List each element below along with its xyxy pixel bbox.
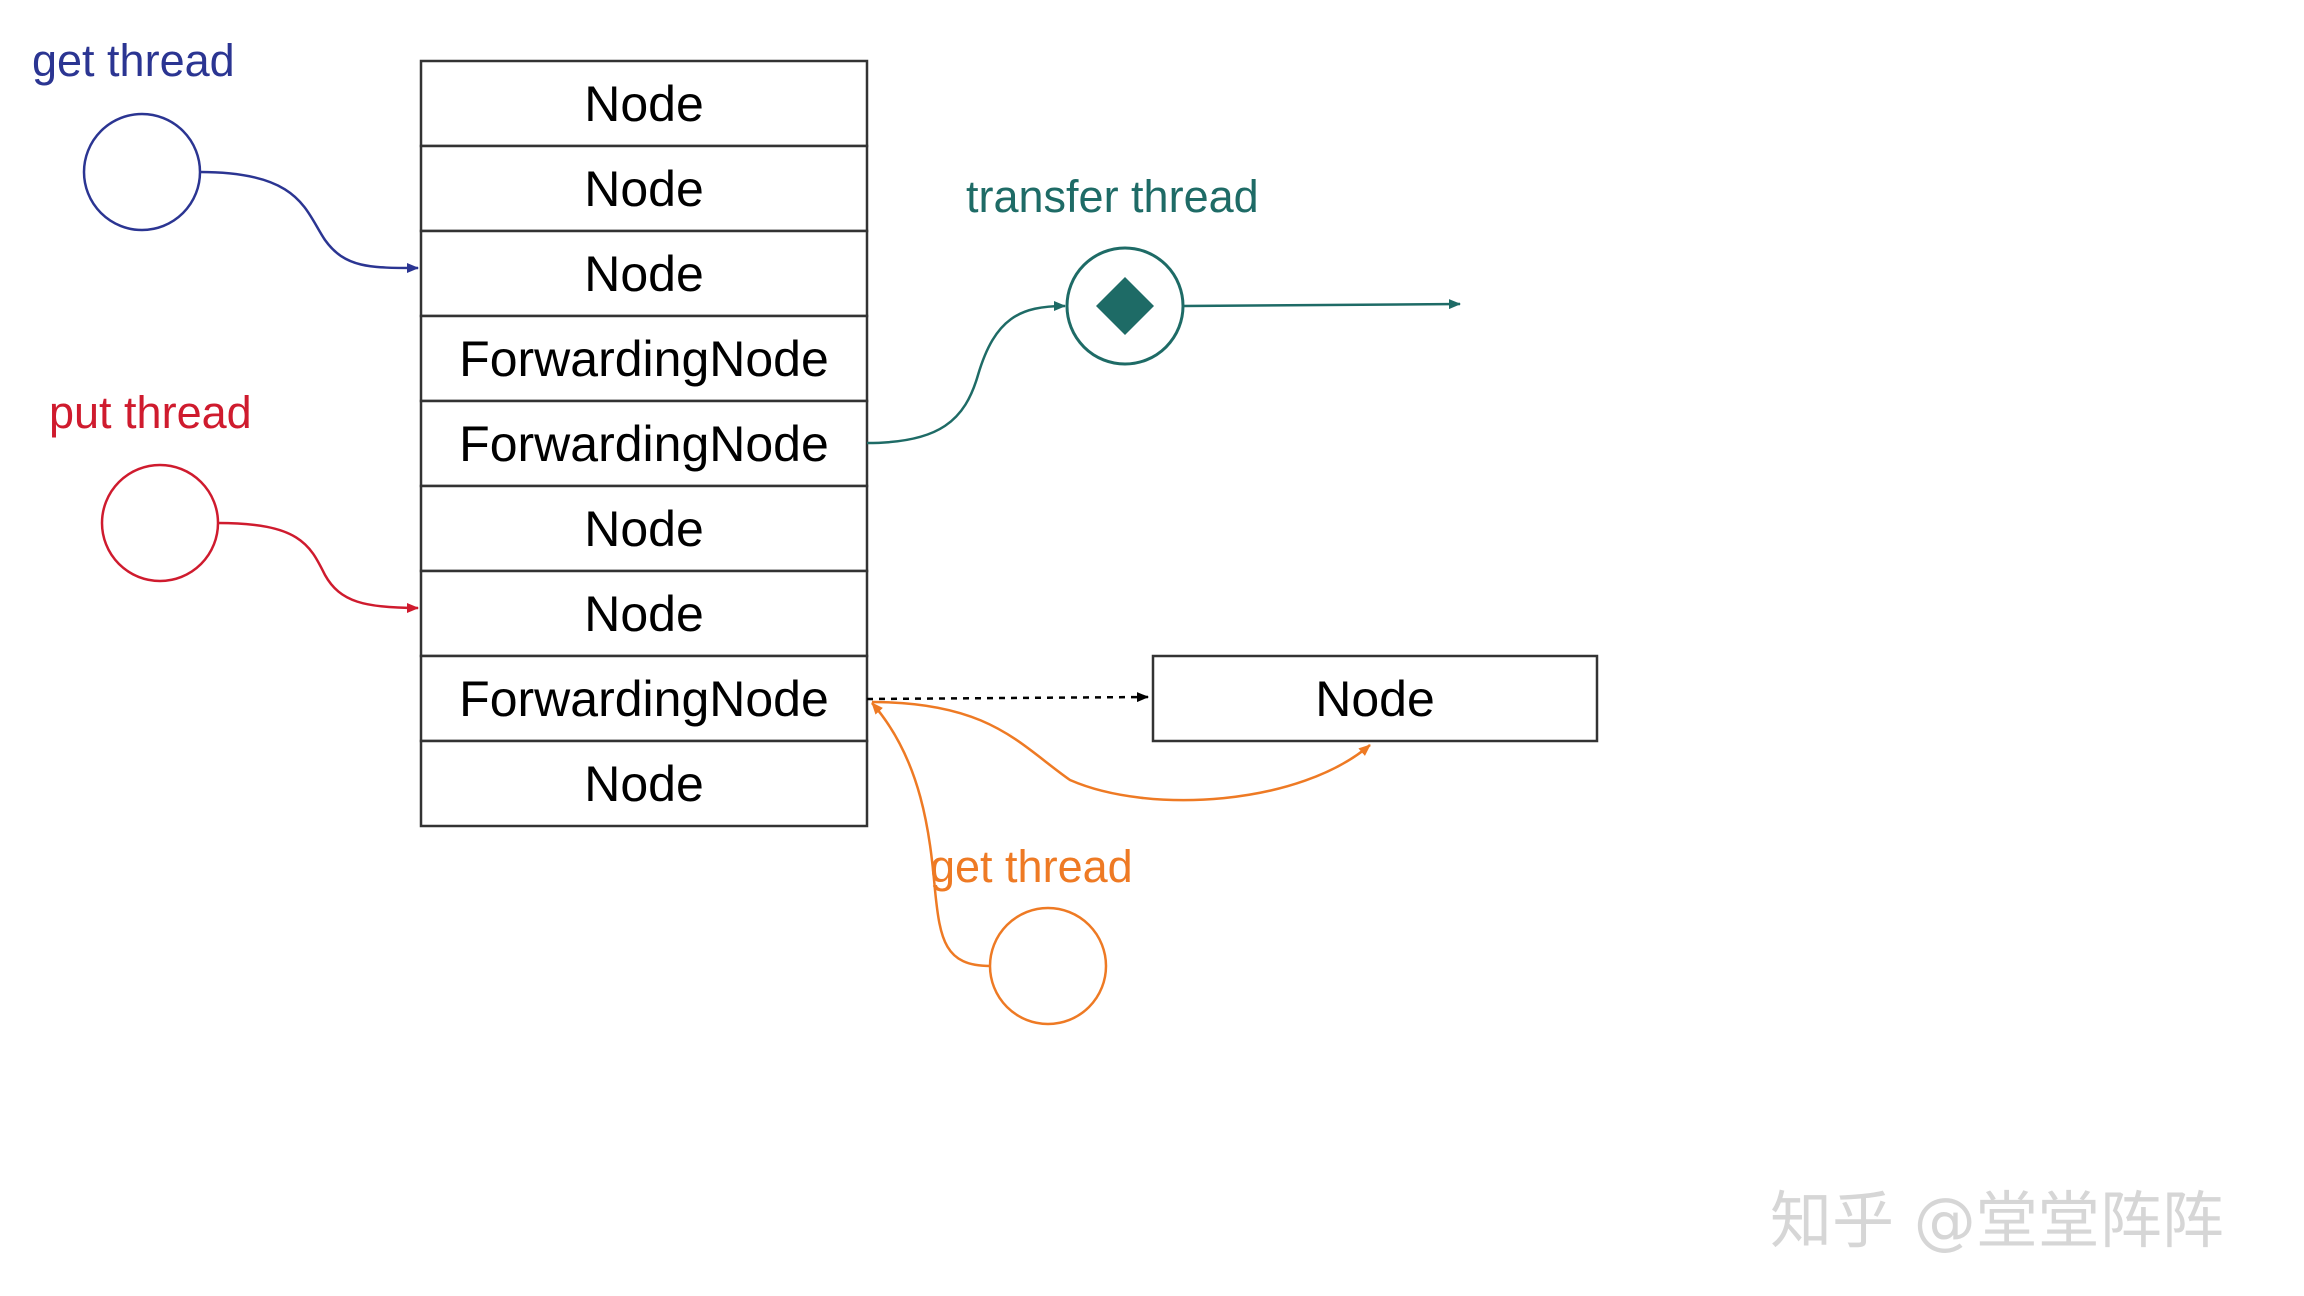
forwarding-link-arrow <box>866 692 1149 703</box>
extra-node: Node <box>1151 654 1599 743</box>
put-thread: put thread <box>49 387 419 613</box>
node-array: Node Node Node ForwardingNode Forwarding… <box>419 59 869 828</box>
watermark: 知乎 @堂堂阵阵 <box>1770 1184 2224 1257</box>
put-thread-circle <box>100 463 220 583</box>
get-thread-bottom-arrow-to-node <box>871 700 1371 802</box>
put-thread-arrow <box>217 521 419 613</box>
get-thread-bottom: get thread <box>871 700 1371 1026</box>
node-cell-1: Node <box>419 144 869 233</box>
node-cell-label: ForwardingNode <box>459 331 829 387</box>
get-thread-top-circle <box>82 112 202 232</box>
get-thread-top-label: get thread <box>32 35 235 86</box>
forwarding-node-cell-4: ForwardingNode <box>419 399 869 488</box>
node-cell-label: Node <box>584 76 704 132</box>
node-cell-8: Node <box>419 739 869 828</box>
node-cell-2: Node <box>419 229 869 318</box>
node-cell-5: Node <box>419 484 869 573</box>
transfer-thread: transfer thread <box>866 171 1461 445</box>
node-cell-label: Node <box>584 161 704 217</box>
get-thread-bottom-circle <box>988 906 1108 1026</box>
diamond-icon <box>1096 277 1154 335</box>
node-cell-label: Node <box>584 246 704 302</box>
transfer-thread-source-arrow <box>866 301 1066 445</box>
forwarding-node-cell-3: ForwardingNode <box>419 314 869 403</box>
get-thread-bottom-label: get thread <box>930 841 1133 892</box>
node-cell-label: Node <box>584 501 704 557</box>
put-thread-label: put thread <box>49 387 252 438</box>
get-thread-bottom-arrow-to-forwarding <box>871 702 991 968</box>
node-cell-label: ForwardingNode <box>459 671 829 727</box>
transfer-thread-label: transfer thread <box>966 171 1259 222</box>
extra-node-label: Node <box>1315 671 1435 727</box>
get-thread-top-arrow <box>199 170 419 273</box>
forwarding-node-cell-7: ForwardingNode <box>419 654 869 743</box>
node-cell-label: ForwardingNode <box>459 416 829 472</box>
node-cell-0: Node <box>419 59 869 148</box>
node-cell-label: Node <box>584 756 704 812</box>
node-cell-label: Node <box>584 586 704 642</box>
get-thread-top: get thread <box>32 35 419 273</box>
transfer-thread-out-arrow <box>1182 299 1461 310</box>
node-cell-6: Node <box>419 569 869 658</box>
